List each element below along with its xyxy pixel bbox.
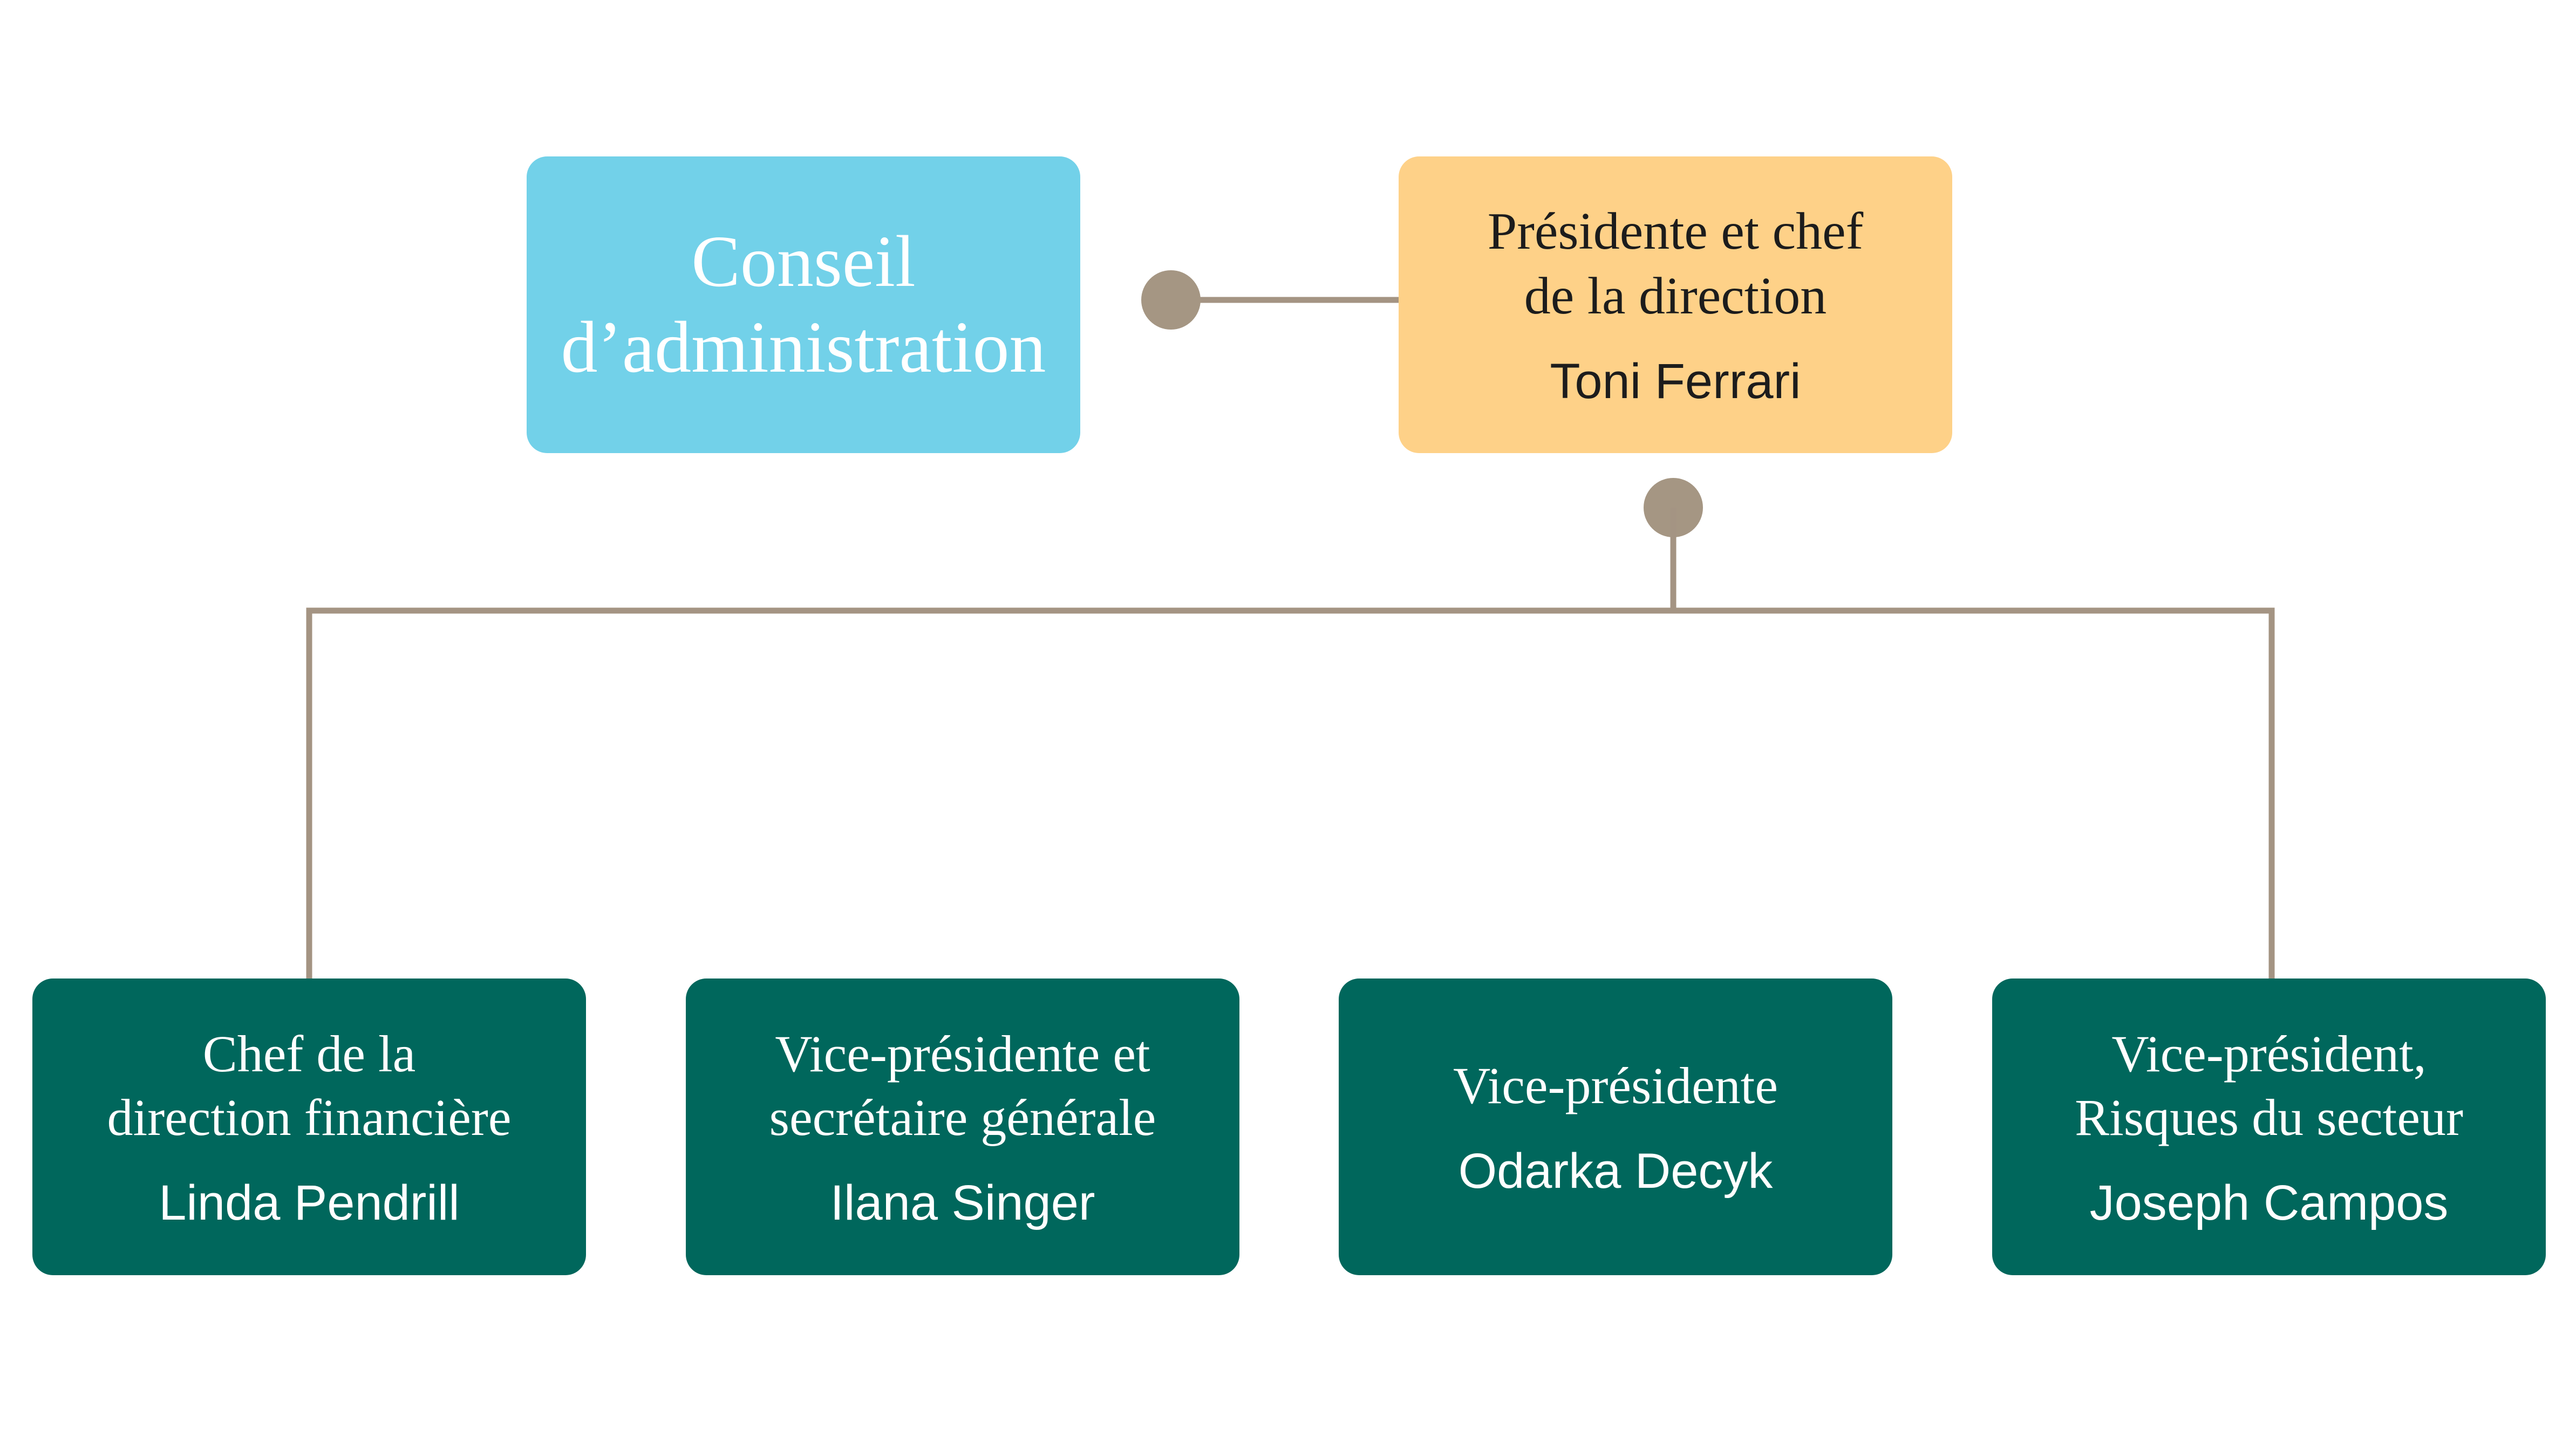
report-name: Joseph Campos bbox=[2089, 1175, 2449, 1230]
report-box-secretary: Vice-présidente et secrétaire générale I… bbox=[686, 979, 1239, 1275]
report-name: Ilana Singer bbox=[830, 1175, 1095, 1230]
report-box-vp: Vice-présidente Odarka Decyk bbox=[1339, 979, 1892, 1275]
report-title-line-2: secrétaire générale bbox=[769, 1088, 1156, 1146]
report-name: Odarka Decyk bbox=[1458, 1144, 1773, 1199]
report-title-line-2: Risques du secteur bbox=[2075, 1088, 2463, 1146]
ceo-title-line-1: Présidente et chef bbox=[1487, 202, 1864, 261]
reports-bracket-line bbox=[306, 607, 2275, 979]
report-title: Vice-présidente bbox=[1453, 1054, 1778, 1117]
report-title-line-1: Chef de la bbox=[202, 1025, 416, 1083]
report-title: Chef de la direction financière bbox=[107, 1022, 512, 1148]
report-title-line-2: direction financière bbox=[107, 1088, 512, 1146]
report-title: Vice-président, Risques du secteur bbox=[2075, 1022, 2463, 1148]
ceo-name: Toni Ferrari bbox=[1550, 354, 1801, 409]
board-title-line-2: d’administration bbox=[561, 307, 1046, 388]
ceo-title: Présidente et chef de la direction bbox=[1488, 200, 1864, 329]
report-title: Vice-présidente et secrétaire générale bbox=[769, 1022, 1156, 1148]
report-title-line-1: Vice-président, bbox=[2111, 1025, 2427, 1083]
report-box-cfo: Chef de la direction financière Linda Pe… bbox=[32, 979, 586, 1275]
report-name: Linda Pendrill bbox=[159, 1175, 460, 1230]
report-box-risk: Vice-président, Risques du secteur Josep… bbox=[1992, 979, 2546, 1275]
report-title-line-1: Vice-présidente bbox=[1453, 1056, 1778, 1114]
ceo-title-line-2: de la direction bbox=[1524, 266, 1827, 325]
board-title-line-1: Conseil bbox=[691, 221, 916, 302]
report-title-line-1: Vice-présidente et bbox=[775, 1025, 1150, 1083]
board-title: Conseil d’administration bbox=[561, 219, 1046, 391]
ceo-box: Présidente et chef de la direction Toni … bbox=[1399, 156, 1952, 453]
board-connector-dot bbox=[1141, 270, 1201, 330]
board-box: Conseil d’administration bbox=[527, 156, 1080, 453]
